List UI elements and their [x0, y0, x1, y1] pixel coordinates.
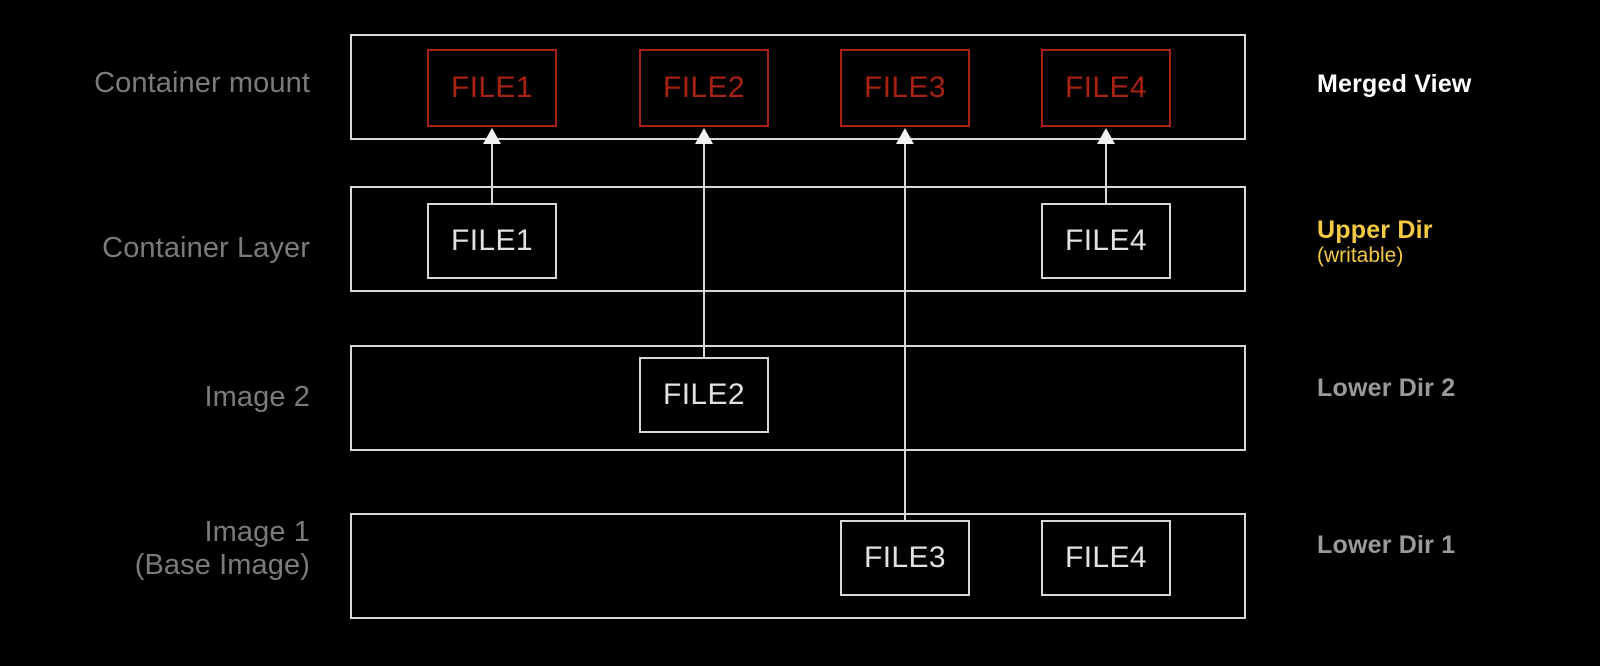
- file-box-upper-file1: FILE1: [427, 203, 557, 279]
- file-box-lower1-file4: FILE4: [1041, 520, 1171, 596]
- side-label-upper-dir: Upper Dir (writable): [1317, 216, 1433, 268]
- row-label-image-2: Image 2: [204, 381, 310, 413]
- file-box-merged-file4: FILE4: [1041, 49, 1171, 127]
- layer-box-upper: [350, 186, 1246, 292]
- arrowhead-file4: [1097, 128, 1115, 144]
- connector-file2: [703, 143, 705, 357]
- file-box-lower2-file2: FILE2: [639, 357, 769, 433]
- file-box-merged-file2: FILE2: [639, 49, 769, 127]
- side-label-merged-view: Merged View: [1317, 70, 1472, 98]
- file-box-merged-file3: FILE3: [840, 49, 970, 127]
- arrowhead-file3: [896, 128, 914, 144]
- arrowhead-file2: [695, 128, 713, 144]
- layer-box-lower1: [350, 513, 1246, 619]
- layer-box-lower2: [350, 345, 1246, 451]
- layer-box-merged: [350, 34, 1246, 140]
- file-box-upper-file4: FILE4: [1041, 203, 1171, 279]
- row-label-image-1: Image 1 (Base Image): [134, 516, 310, 582]
- side-label-lower-dir-2: Lower Dir 2: [1317, 374, 1456, 402]
- side-label-upper-dir-main: Upper Dir: [1317, 216, 1433, 244]
- file-box-lower1-file3: FILE3: [840, 520, 970, 596]
- arrowhead-file1: [483, 128, 501, 144]
- row-label-container-layer: Container Layer: [102, 232, 310, 264]
- row-label-container-mount: Container mount: [94, 67, 310, 99]
- side-label-lower-dir-1: Lower Dir 1: [1317, 531, 1456, 559]
- connector-file4: [1105, 143, 1107, 203]
- connector-file3: [904, 143, 906, 520]
- file-box-merged-file1: FILE1: [427, 49, 557, 127]
- connector-file1: [491, 143, 493, 203]
- side-label-upper-dir-sub: (writable): [1317, 244, 1404, 267]
